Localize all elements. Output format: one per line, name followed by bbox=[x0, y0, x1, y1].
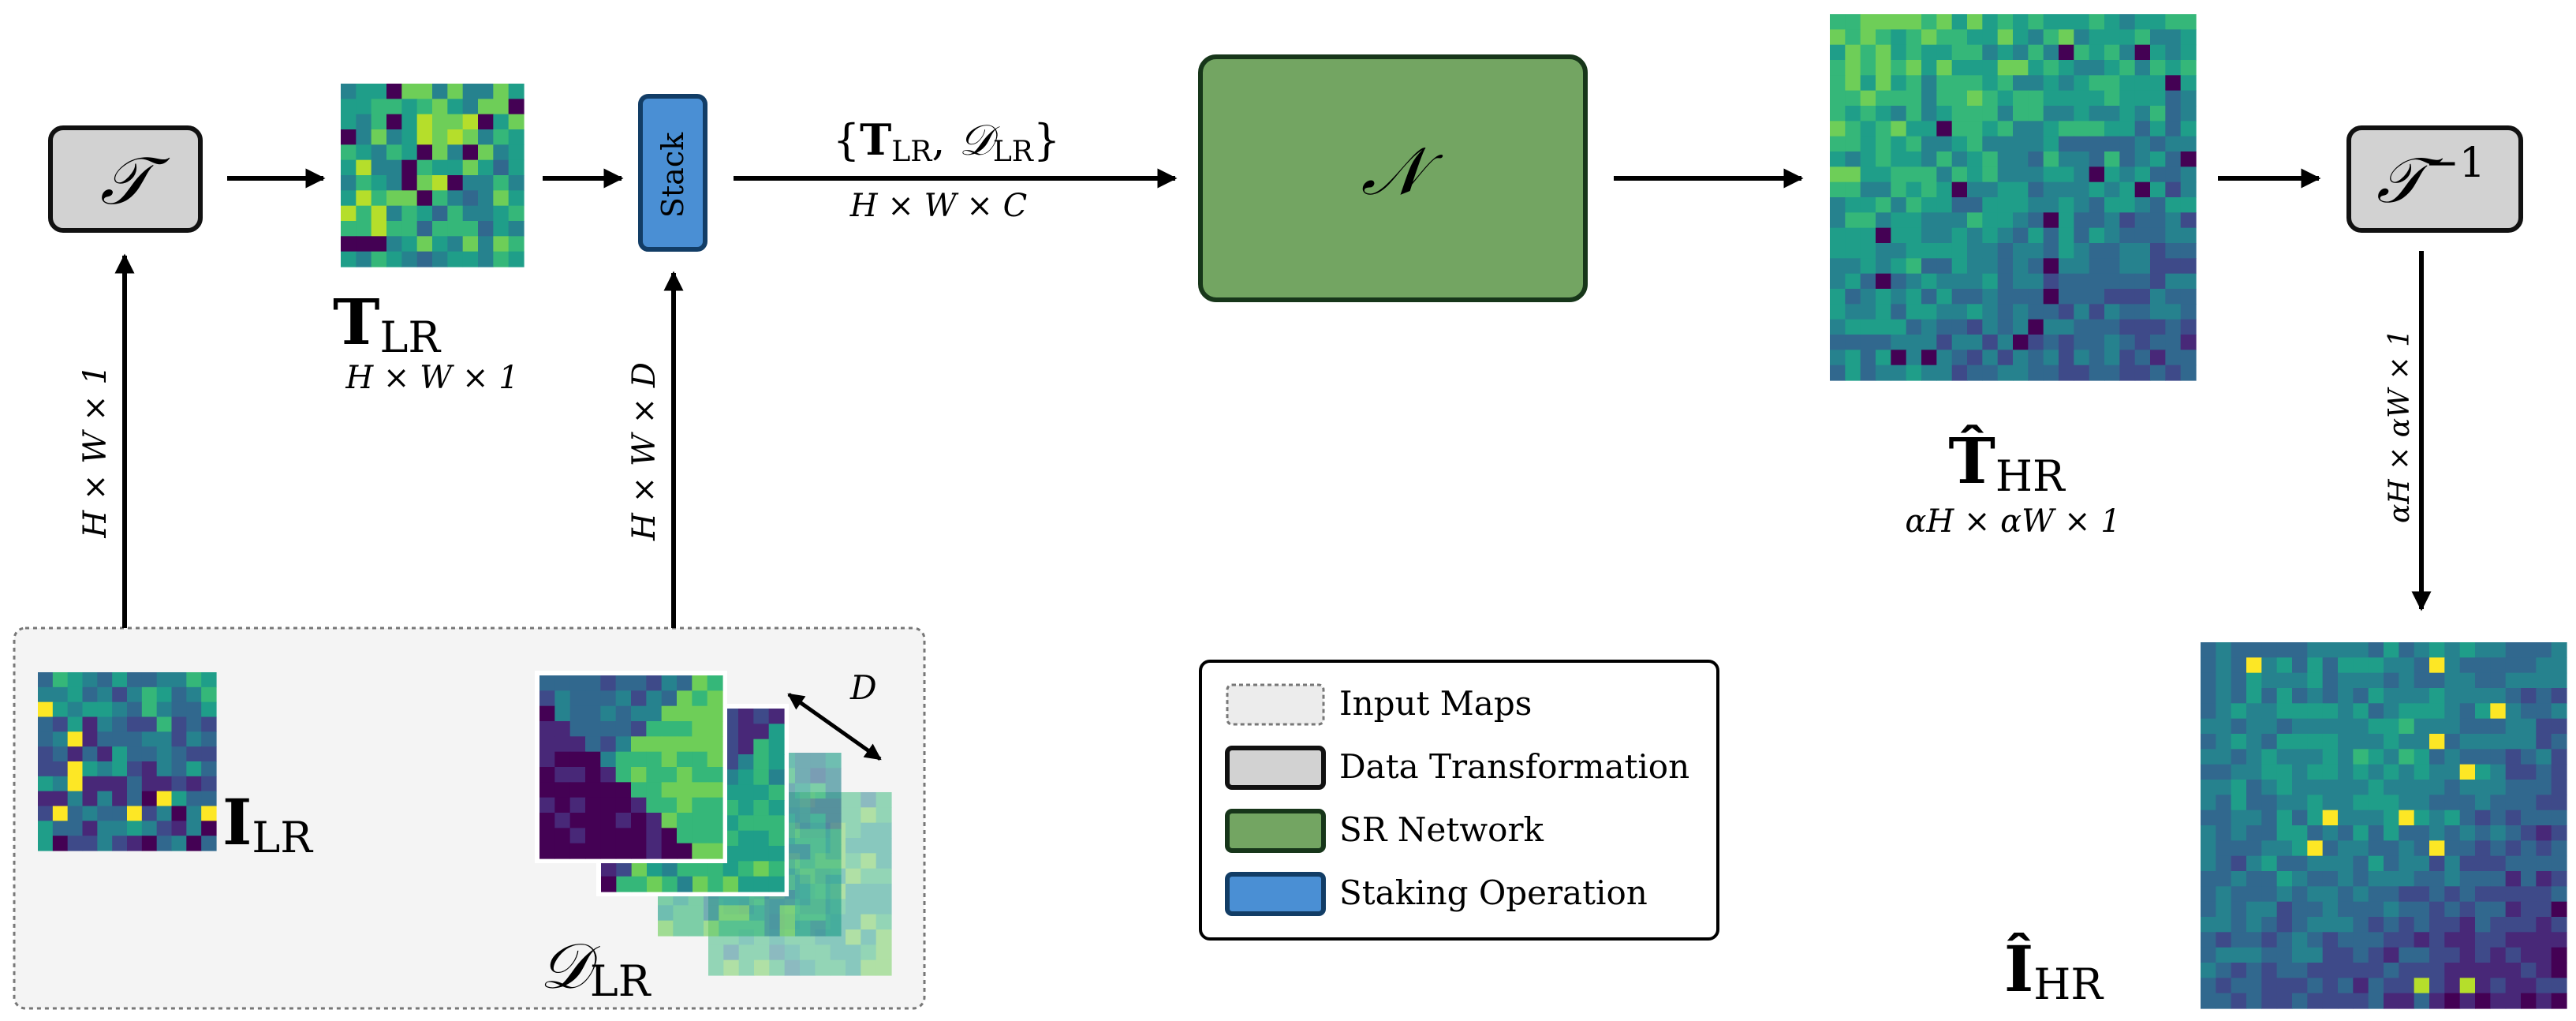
inverse-down-dims: αH × αW × 1 bbox=[2384, 329, 2416, 523]
t-lr-dims: H × W × 1 bbox=[345, 360, 518, 396]
legend-frame bbox=[1199, 660, 1719, 941]
inverse-transform-symbol: 𝒯−1 bbox=[2376, 140, 2485, 217]
legend-swatch bbox=[1225, 872, 1326, 916]
i-hr-main: Î bbox=[2004, 932, 2033, 1006]
d-lr-sub: LR bbox=[590, 956, 651, 1006]
dlr-up-dims: H × W × D bbox=[626, 362, 663, 541]
i-lr-label: ILR bbox=[222, 785, 313, 862]
stack-output-label: {TLR, 𝒟LR} bbox=[833, 114, 1060, 168]
legend-label: Data Transformation bbox=[1339, 747, 1689, 786]
i-hr-label: ÎHR bbox=[2004, 932, 2104, 1009]
i-lr-sub: LR bbox=[252, 813, 313, 862]
inverse-transform-box: 𝒯−1 bbox=[2346, 125, 2523, 233]
t-lr-sub: LR bbox=[380, 312, 442, 362]
ilr-up-dims: H × W × 1 bbox=[77, 365, 114, 538]
i-hr-heatmap bbox=[2201, 642, 2567, 1009]
transform-box: 𝒯 bbox=[48, 125, 203, 233]
legend-swatch bbox=[1225, 809, 1326, 853]
t-hr-label: T̂HR bbox=[1948, 423, 2066, 501]
d-lr-channel-1 bbox=[535, 671, 727, 863]
legend-swatch bbox=[1225, 746, 1326, 790]
legend-label: Input Maps bbox=[1339, 684, 1532, 723]
t-lr-label: TLR bbox=[333, 285, 441, 362]
legend-label: SR Network bbox=[1339, 810, 1544, 849]
i-hr-sub: HR bbox=[2033, 959, 2104, 1009]
t-hr-sub: HR bbox=[1995, 451, 2066, 501]
t-hr-dims: αH × αW × 1 bbox=[1905, 503, 2120, 540]
sr-network-box: 𝒩 bbox=[1198, 54, 1588, 302]
depth-arrow bbox=[787, 692, 882, 761]
i-lr-main: I bbox=[222, 785, 252, 859]
t-hr-main: T̂ bbox=[1948, 423, 1995, 498]
stack-box: Stack bbox=[638, 94, 707, 252]
legend-swatch bbox=[1226, 683, 1325, 726]
i-lr-heatmap bbox=[38, 672, 217, 851]
legend-label: Staking Operation bbox=[1339, 873, 1648, 912]
stack-output-dims: H × W × C bbox=[849, 188, 1028, 224]
depth-label: D bbox=[849, 668, 877, 707]
t-lr-main: T bbox=[333, 285, 380, 359]
stack-label: Stack bbox=[655, 132, 690, 218]
t-lr-heatmap bbox=[341, 84, 525, 267]
t-hr-heatmap bbox=[1830, 14, 2197, 381]
